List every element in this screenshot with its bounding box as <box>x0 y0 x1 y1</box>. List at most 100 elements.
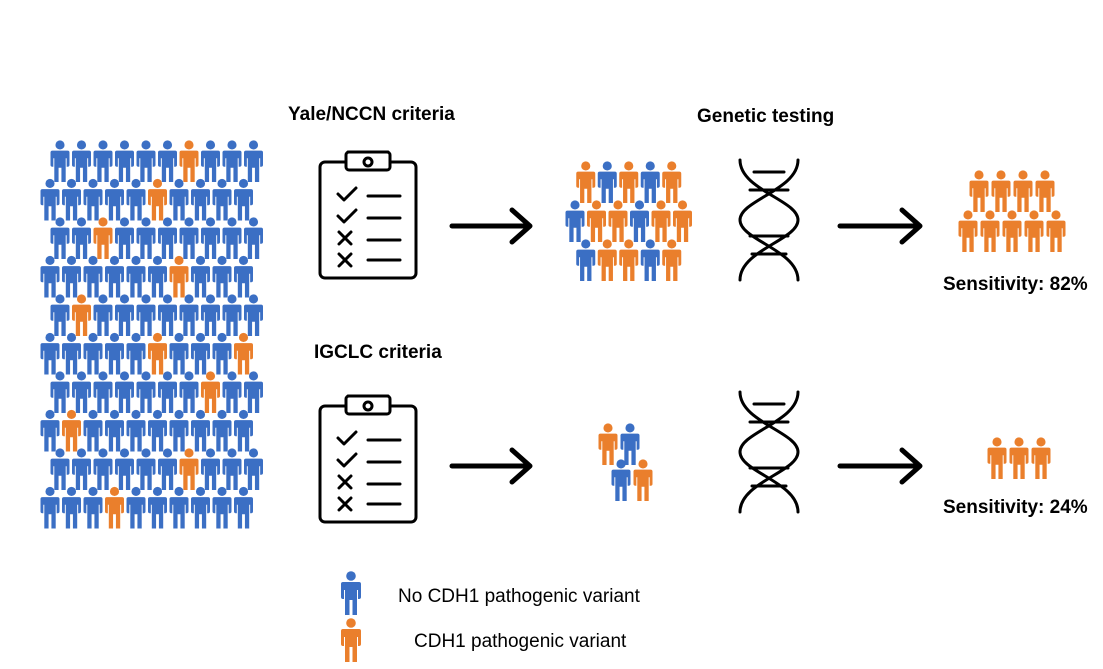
person-icon-variant <box>201 371 220 413</box>
yale-sensitivity-label: Sensitivity: 82% <box>943 274 1088 295</box>
person-icon-variant <box>1009 437 1029 479</box>
person-icon-variant <box>72 294 91 336</box>
person-icon-variant <box>179 140 199 182</box>
person-icon-no-variant <box>93 371 113 413</box>
person-icon-no-variant <box>179 371 199 413</box>
person-icon-no-variant <box>191 409 210 452</box>
person-icon-no-variant <box>93 448 113 490</box>
person-icon-no-variant <box>234 486 253 529</box>
clipboard-checklist-icon <box>318 394 418 524</box>
person-icon-variant <box>662 239 682 281</box>
person-icon-variant <box>179 448 199 490</box>
person-icon-no-variant <box>40 332 60 375</box>
person-icon-no-variant <box>105 409 124 452</box>
person-icon-variant <box>93 217 113 259</box>
person-icon-no-variant <box>158 371 177 413</box>
person-icon-no-variant <box>244 217 263 259</box>
person-icon-variant <box>148 178 167 221</box>
person-icon-variant <box>991 170 1011 212</box>
person-icon-no-variant <box>83 332 103 375</box>
person-icon-variant <box>958 210 978 252</box>
person-icon-no-variant <box>201 294 220 336</box>
person-icon-no-variant <box>40 409 60 452</box>
person-icon-no-variant <box>244 294 263 336</box>
person-icon-no-variant <box>640 161 660 203</box>
person-icon-variant <box>662 161 682 203</box>
person-icon-no-variant <box>62 178 81 221</box>
person-icon-no-variant <box>179 294 199 336</box>
person-icon-no-variant <box>158 294 177 336</box>
person-icon-no-variant <box>640 239 660 281</box>
person-icon-variant <box>969 170 989 212</box>
person-icon-no-variant <box>50 140 70 182</box>
person-icon-no-variant <box>597 161 617 203</box>
arrow-right-icon <box>449 207 533 245</box>
igclc-result-group <box>987 437 1051 479</box>
person-icon-no-variant <box>126 409 146 452</box>
person-icon-variant <box>608 200 628 242</box>
person-icon-no-variant <box>105 255 124 298</box>
person-icon-no-variant <box>191 486 210 529</box>
person-icon-no-variant <box>158 217 177 259</box>
person-icon-no-variant <box>620 423 640 465</box>
person-icon-no-variant <box>212 255 232 298</box>
person-icon-variant <box>980 210 1000 252</box>
legend-no-variant-label: No CDH1 pathogenic variant <box>398 586 640 607</box>
person-icon-no-variant <box>83 409 103 452</box>
person-icon-variant <box>1013 170 1033 212</box>
person-icon-no-variant <box>244 448 263 490</box>
person-icon-no-variant <box>169 178 189 221</box>
person-icon-variant <box>619 239 639 281</box>
arrow-right-icon <box>837 207 923 245</box>
person-icon-variant <box>1035 170 1055 212</box>
person-icon-no-variant <box>93 294 113 336</box>
person-icon-no-variant <box>126 486 146 529</box>
person-icon-no-variant <box>234 409 253 452</box>
person-icon-variant <box>1002 210 1022 252</box>
person-icon-no-variant <box>115 294 134 336</box>
person-icon-variant <box>1024 210 1044 252</box>
person-icon-no-variant <box>115 140 134 182</box>
person-icon-no-variant <box>179 217 199 259</box>
person-icon-no-variant <box>72 140 91 182</box>
person-icon-no-variant <box>136 371 156 413</box>
person-icon-variant <box>597 239 617 281</box>
person-icon-no-variant <box>83 255 103 298</box>
person-icon-no-variant <box>62 332 81 375</box>
person-icon-variant <box>105 486 124 529</box>
person-icon-no-variant <box>72 448 91 490</box>
person-icon-no-variant <box>148 409 167 452</box>
person-icon-no-variant <box>136 217 156 259</box>
person-icon-variant <box>148 332 167 375</box>
person-icon-no-variant <box>191 332 210 375</box>
person-icon-variant <box>1031 437 1051 479</box>
person-icon-no-variant <box>169 409 189 452</box>
person-icon-no-variant <box>40 178 60 221</box>
person-icon-variant <box>587 200 606 242</box>
person-icon-no-variant <box>201 217 220 259</box>
legend-no-variant-icon <box>341 571 361 615</box>
person-icon-variant <box>169 255 189 298</box>
yale-result-group <box>958 170 1066 252</box>
person-icon-no-variant <box>576 239 596 281</box>
population-grid <box>40 140 263 529</box>
person-icon-no-variant <box>169 486 189 529</box>
person-icon-no-variant <box>136 140 156 182</box>
person-icon-no-variant <box>234 255 253 298</box>
person-icon-no-variant <box>40 255 60 298</box>
legend-variant-label: CDH1 pathogenic variant <box>414 631 627 652</box>
person-icon-no-variant <box>212 178 232 221</box>
person-icon-no-variant <box>148 255 167 298</box>
person-icon-no-variant <box>83 178 103 221</box>
person-icon-no-variant <box>158 140 177 182</box>
person-icon-variant <box>673 200 692 242</box>
person-icon-no-variant <box>191 178 210 221</box>
person-icon-no-variant <box>201 140 220 182</box>
person-icon-variant <box>62 409 81 452</box>
igclc-sensitivity-label: Sensitivity: 24% <box>943 497 1088 518</box>
person-icon-no-variant <box>62 486 81 529</box>
person-icon-variant <box>987 437 1007 479</box>
person-icon-no-variant <box>93 140 113 182</box>
person-icon-no-variant <box>136 294 156 336</box>
